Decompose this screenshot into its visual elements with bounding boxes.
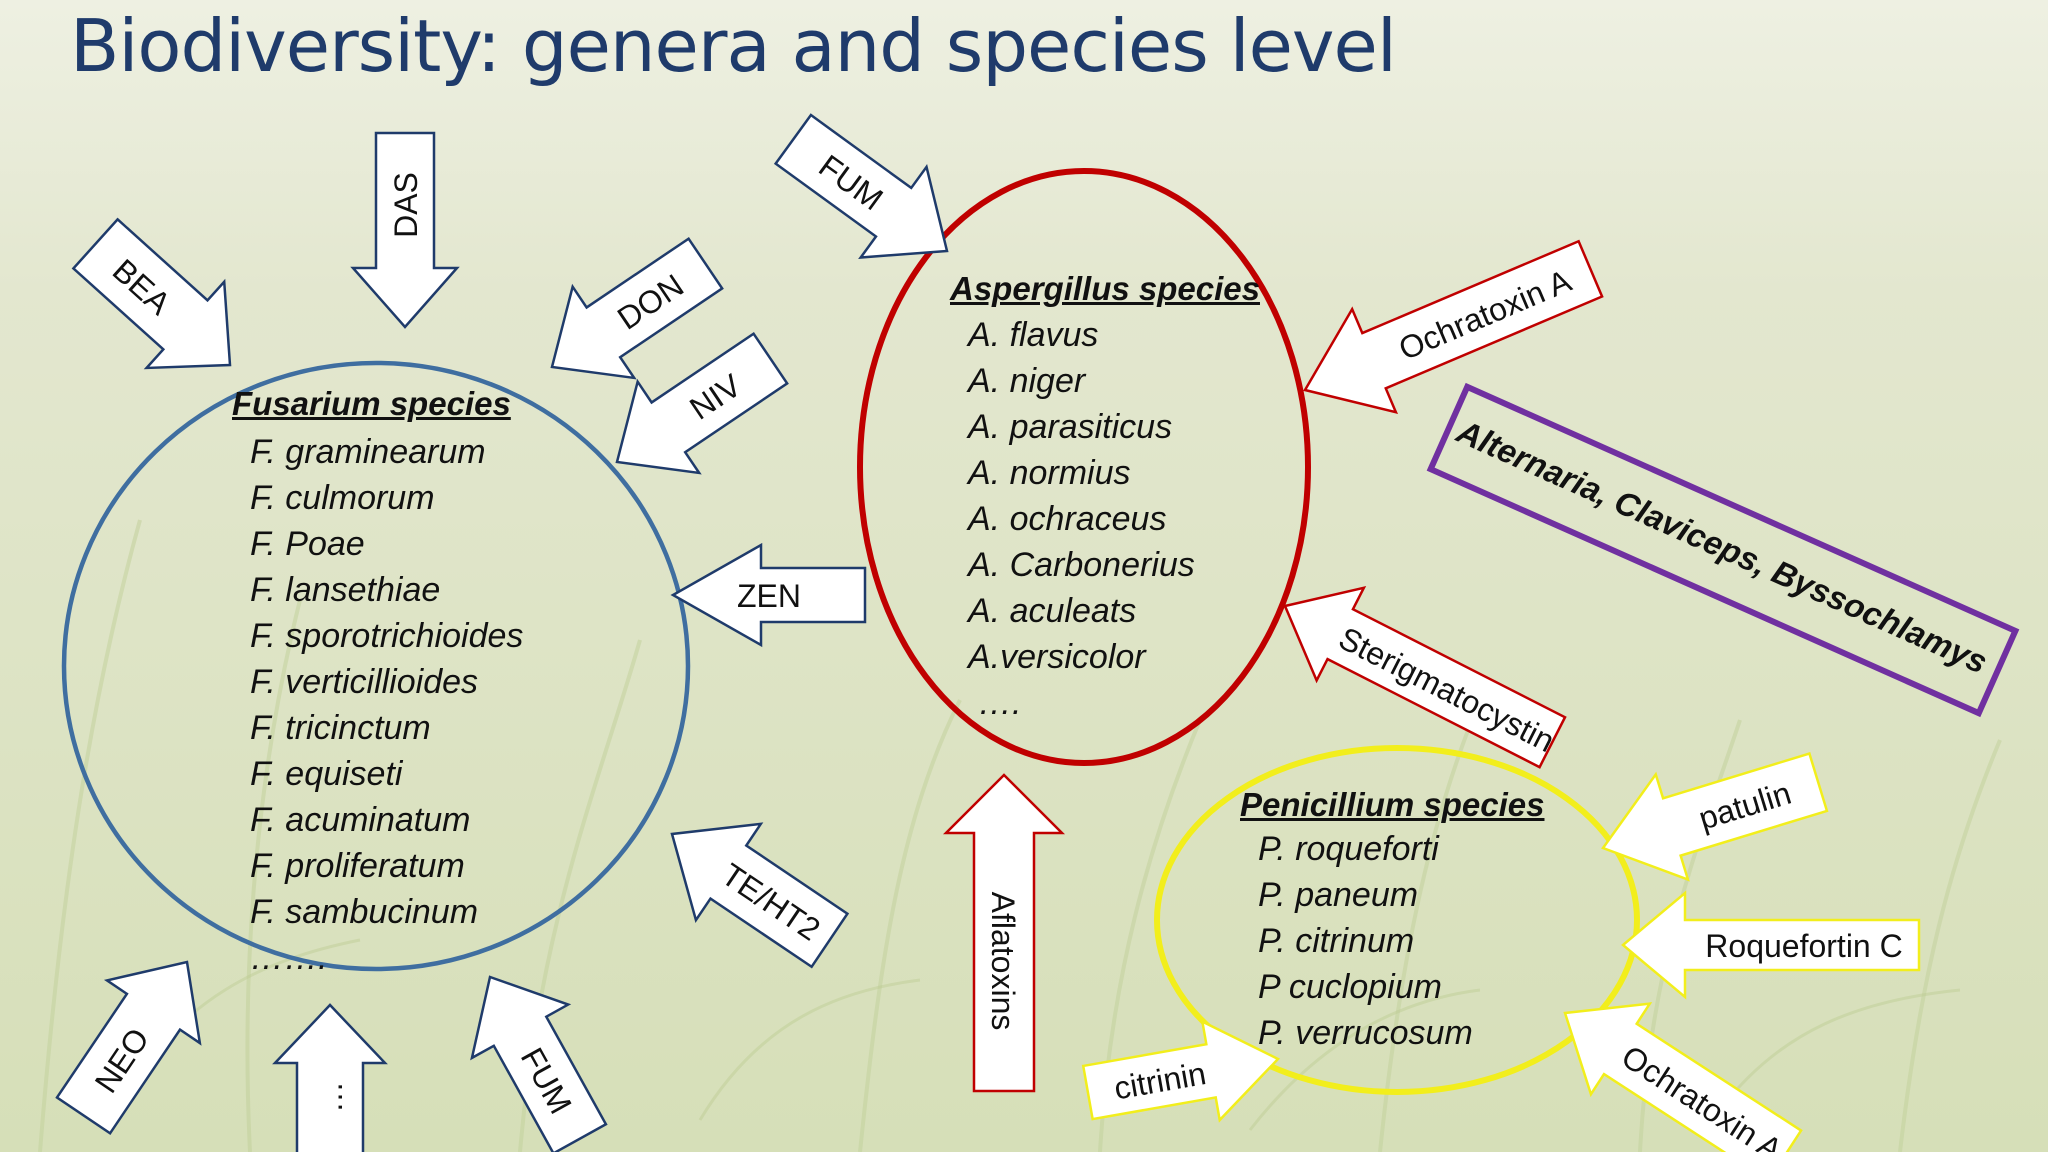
toxin-arrow-more: …: [272, 1003, 388, 1152]
species-item: F. verticillioides: [250, 663, 479, 701]
species-item: F. lansethiae: [250, 571, 441, 609]
species-item: A. flavus: [968, 316, 1099, 354]
penicillium-heading: Penicillium species: [1240, 786, 1545, 823]
aspergillus-circle: [857, 168, 1311, 766]
species-item: A. niger: [968, 362, 1086, 400]
toxin-arrow-ochratoxin-a-penicillium: Ochratoxin A: [1563, 1002, 1803, 1152]
toxin-arrow-neo: NEO: [55, 960, 202, 1136]
species-item: P. paneum: [1258, 876, 1419, 914]
species-item: ….: [978, 684, 1022, 722]
species-item: A.versicolor: [968, 638, 1146, 676]
toxin-arrow-ochratoxin-a-aspergillus: Ochratoxin A: [1303, 239, 1604, 415]
species-item: A. aculeats: [968, 592, 1137, 630]
aspergillus-heading: Aspergillus species: [950, 270, 1260, 307]
species-item: A. normius: [968, 454, 1131, 492]
toxin-label-sterigmatocystin: Sterigmatocystin: [1333, 620, 1560, 759]
other-genera-box: [1426, 382, 2020, 718]
toxin-label-zen: ZEN: [737, 578, 801, 614]
aspergillus-species-list: A. flavus A. niger A. parasiticus A. nor…: [950, 312, 1260, 726]
species-item: F. proliferatum: [250, 847, 465, 885]
toxin-arrow-citrinin: citrinin: [1081, 1019, 1281, 1123]
fusarium-species-list: F. graminearum F. culmorum F. Poae F. la…: [232, 429, 523, 981]
toxin-arrow-bea: BEA: [71, 217, 232, 370]
toxin-label-roquefortin-c: Roquefortin C: [1705, 928, 1902, 964]
species-item: F. sporotrichioides: [250, 617, 524, 655]
penicillium-circle: [1154, 745, 1640, 1095]
toxin-arrow-roquefortin-c: Roquefortin C: [1621, 890, 1921, 1000]
aspergillus-species-block: Aspergillus species A. flavus A. niger A…: [950, 270, 1260, 726]
species-item: A. parasiticus: [968, 408, 1173, 446]
species-item: F. graminearum: [250, 433, 486, 471]
species-item: F. Poae: [250, 525, 365, 563]
species-item: F. tricinctum: [250, 709, 431, 747]
toxin-label-more: …: [313, 1081, 349, 1113]
toxin-arrow-das: DAS: [350, 131, 460, 329]
toxin-arrow-patulin: patulin: [1601, 751, 1829, 882]
fusarium-circle: [61, 360, 691, 972]
penicillium-species-list: P. roqueforti P. paneum P. citrinum P cu…: [1240, 826, 1544, 1056]
species-item: P. citrinum: [1258, 922, 1415, 960]
toxin-arrow-niv: NIV: [615, 331, 789, 475]
toxin-arrow-zen: ZEN: [670, 542, 867, 648]
species-item: F. acuminatum: [250, 801, 471, 839]
toxin-arrow-te-ht2: TE/HT2: [670, 822, 850, 969]
species-item: P cuclopium: [1258, 968, 1442, 1006]
species-item: …….: [250, 939, 328, 977]
species-item: F. sambucinum: [250, 893, 479, 931]
species-item: P. roqueforti: [1258, 830, 1439, 868]
slide-title: Biodiversity: genera and species level: [70, 4, 1397, 88]
toxin-arrow-sterigmatocystin: Sterigmatocystin: [1283, 585, 1567, 769]
species-item: P. verrucosum: [1258, 1014, 1473, 1052]
species-item: A. Carbonerius: [968, 546, 1195, 584]
fusarium-heading: Fusarium species: [232, 385, 511, 422]
toxin-arrow-aflatoxins: Aflatoxins: [942, 773, 1066, 1093]
species-item: F. equiseti: [250, 755, 403, 793]
species-item: F. culmorum: [250, 479, 435, 517]
toxin-label-aflatoxins: Aflatoxins: [985, 892, 1021, 1031]
fusarium-species-block: Fusarium species F. graminearum F. culmo…: [232, 385, 523, 981]
toxin-arrow-fum-aspergillus: FUM: [773, 113, 949, 259]
toxin-label-das: DAS: [388, 172, 424, 238]
species-item: A. ochraceus: [968, 500, 1167, 538]
penicillium-species-block: Penicillium species P. roqueforti P. pan…: [1240, 786, 1544, 1056]
